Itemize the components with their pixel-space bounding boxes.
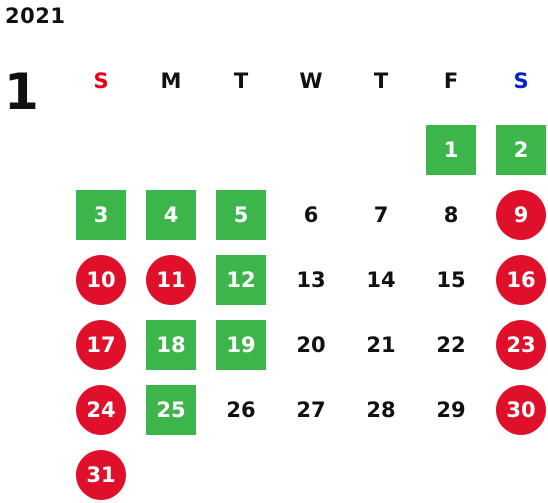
calendar-day-green[interactable]: 19 (216, 320, 266, 370)
weekday-label: T (233, 69, 249, 93)
weekday-label: T (373, 69, 389, 93)
calendar-day-green[interactable]: 5 (216, 190, 266, 240)
weekday-label: S (93, 69, 109, 93)
calendar-day[interactable]: 7 (373, 203, 389, 227)
calendar-day-green[interactable]: 1 (426, 125, 476, 175)
calendar-day-red[interactable]: 30 (496, 385, 546, 435)
calendar-day[interactable]: 27 (296, 398, 326, 422)
calendar-day-red[interactable]: 31 (76, 450, 126, 500)
calendar-month: 1 (4, 63, 39, 121)
calendar-day-red[interactable]: 16 (496, 255, 546, 305)
calendar-day-green[interactable]: 2 (496, 125, 546, 175)
weekday-label: M (160, 69, 182, 93)
calendar-day-red[interactable]: 23 (496, 320, 546, 370)
calendar-day[interactable]: 21 (366, 333, 396, 357)
calendar-day[interactable]: 28 (366, 398, 396, 422)
weekday-label: F (443, 69, 459, 93)
weekday-label: W (299, 69, 323, 93)
calendar-day-green[interactable]: 4 (146, 190, 196, 240)
calendar-day-red[interactable]: 24 (76, 385, 126, 435)
calendar-day[interactable]: 13 (296, 268, 326, 292)
weekday-label: S (513, 69, 529, 93)
calendar-day-green[interactable]: 25 (146, 385, 196, 435)
calendar-day-red[interactable]: 17 (76, 320, 126, 370)
calendar-day-red[interactable]: 10 (76, 255, 126, 305)
calendar-day-green[interactable]: 18 (146, 320, 196, 370)
calendar-day[interactable]: 8 (443, 203, 459, 227)
calendar-day-green[interactable]: 3 (76, 190, 126, 240)
calendar-day[interactable]: 29 (436, 398, 466, 422)
calendar-day[interactable]: 20 (296, 333, 326, 357)
calendar-day[interactable]: 26 (226, 398, 256, 422)
calendar-year: 2021 (5, 4, 66, 28)
calendar-day-green[interactable]: 12 (216, 255, 266, 305)
calendar-day-red[interactable]: 11 (146, 255, 196, 305)
calendar-day[interactable]: 14 (366, 268, 396, 292)
calendar-day-red[interactable]: 9 (496, 190, 546, 240)
calendar-day[interactable]: 22 (436, 333, 466, 357)
calendar-day[interactable]: 15 (436, 268, 466, 292)
calendar-day[interactable]: 6 (303, 203, 319, 227)
